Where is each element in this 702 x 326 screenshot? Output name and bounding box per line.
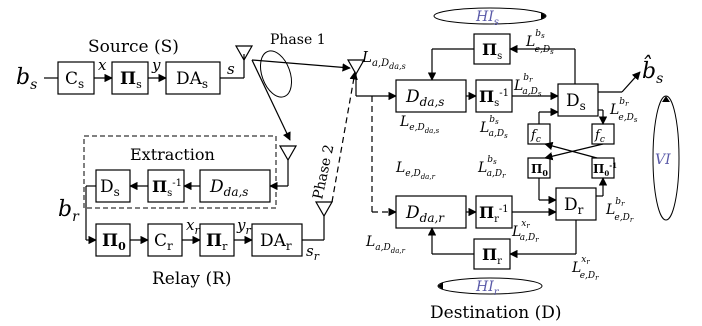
relay-ds-block <box>95 169 131 203</box>
dest-pis-inv-block <box>475 79 513 113</box>
modulator-das-block <box>165 61 221 95</box>
relay-dar-label: DAr <box>260 231 292 253</box>
interleaver-pis-label: Πs <box>120 69 142 91</box>
relay-pi0-label: Π0 <box>102 231 126 253</box>
dest-ds-block <box>557 83 599 117</box>
hi-r-label: HIr <box>475 279 500 298</box>
vi-loop-arrowhead <box>662 96 670 102</box>
relay-label: Relay (R) <box>152 269 232 289</box>
relay-dda-s-label: Dda,s <box>209 177 248 199</box>
br-label: br <box>58 197 80 225</box>
relay-pir-block <box>199 223 235 257</box>
x-signal-label: x <box>98 56 107 74</box>
y-signal-label: y <box>151 56 161 74</box>
phase2-dashed-arrow <box>331 71 358 203</box>
l-a-dda-s-label: La,Dda,s <box>361 48 406 71</box>
relay-rx-antenna-icon <box>278 145 298 162</box>
l-a-dda-r-label: La,Dda,r <box>365 234 406 255</box>
extraction-label: Extraction <box>130 145 215 164</box>
dest-pir-feedback-block <box>473 238 511 270</box>
fc-right-label: fc <box>594 128 605 145</box>
dest-pir-feedback-label: Πr <box>482 245 502 267</box>
destination-label: Destination (D) <box>430 303 562 323</box>
xr-signal-label: xr <box>186 216 200 237</box>
dest-dda-s-label: Dda,s <box>405 87 444 109</box>
sr-signal-label: sr <box>306 242 320 263</box>
dest-dda-r-block <box>395 195 467 229</box>
extraction-dashed-box <box>83 135 277 209</box>
relay-dda-s-block <box>199 169 271 203</box>
dest-pir-inv-block <box>475 195 513 229</box>
relay-tx-antenna-icon <box>314 201 334 218</box>
relay-ds-label: Ds <box>100 177 120 199</box>
dest-pis-inv-label: Πs-1 <box>479 87 509 109</box>
b-hat-s-output-label: b̂s <box>642 55 663 87</box>
relay-cr-label: Cr <box>154 231 173 253</box>
dest-dda-r-label: Dda,r <box>405 203 445 225</box>
yr-signal-label: yr <box>236 216 251 237</box>
hi-s-label: HIs <box>475 9 499 28</box>
relay-dar-block <box>251 223 303 257</box>
hi-s-loop-arrowhead <box>541 12 546 20</box>
wire-ds-out-b <box>621 71 641 93</box>
fc-left-label: fc <box>530 128 541 145</box>
dest-pis-feedback-label: Πs <box>482 40 502 62</box>
l-e-dda-s-label: Le,Dda,s <box>399 114 440 135</box>
wire-pi0inv-to-fc-left <box>544 141 598 159</box>
dest-pi0-label: Π0 <box>531 162 548 178</box>
dest-ds-label: Ds <box>566 91 586 113</box>
relay-pir-label: Πr <box>206 231 228 253</box>
vi-label: VI <box>655 152 671 168</box>
s-signal-label: s <box>227 60 235 78</box>
phase1-to-relay-arrow <box>251 59 291 141</box>
dest-pi0-inv-label: Π0-1 <box>593 161 617 178</box>
hi-r-loop-arrowhead <box>438 282 443 290</box>
relay-deinterleaver-label: Πs-1 <box>152 177 182 199</box>
interleaver-pis-block <box>111 61 149 95</box>
source-label: Source (S) <box>88 37 179 57</box>
wire-fc-right-to-pi0 <box>544 143 604 161</box>
destination-antenna-icon <box>346 59 366 76</box>
l-e-dda-r-label: Le,Dda,r <box>395 160 436 181</box>
phase2-label: Phase 2 <box>310 143 337 201</box>
phase1-to-destination-arrow <box>251 59 351 72</box>
phase1-label: Phase 1 <box>270 32 326 48</box>
encoder-cs-label: Cs <box>65 69 84 91</box>
dest-pir-inv-label: Πr-1 <box>479 203 509 225</box>
dest-dr-label: Dr <box>564 195 584 217</box>
relay-deinterleaver-block <box>147 169 185 203</box>
modulator-das-label: DAs <box>176 69 208 91</box>
source-antenna-icon <box>234 45 254 62</box>
dest-dr-block <box>555 187 597 221</box>
phase1-beam-ellipse <box>259 50 293 98</box>
bs-input-label: bs <box>16 65 37 93</box>
